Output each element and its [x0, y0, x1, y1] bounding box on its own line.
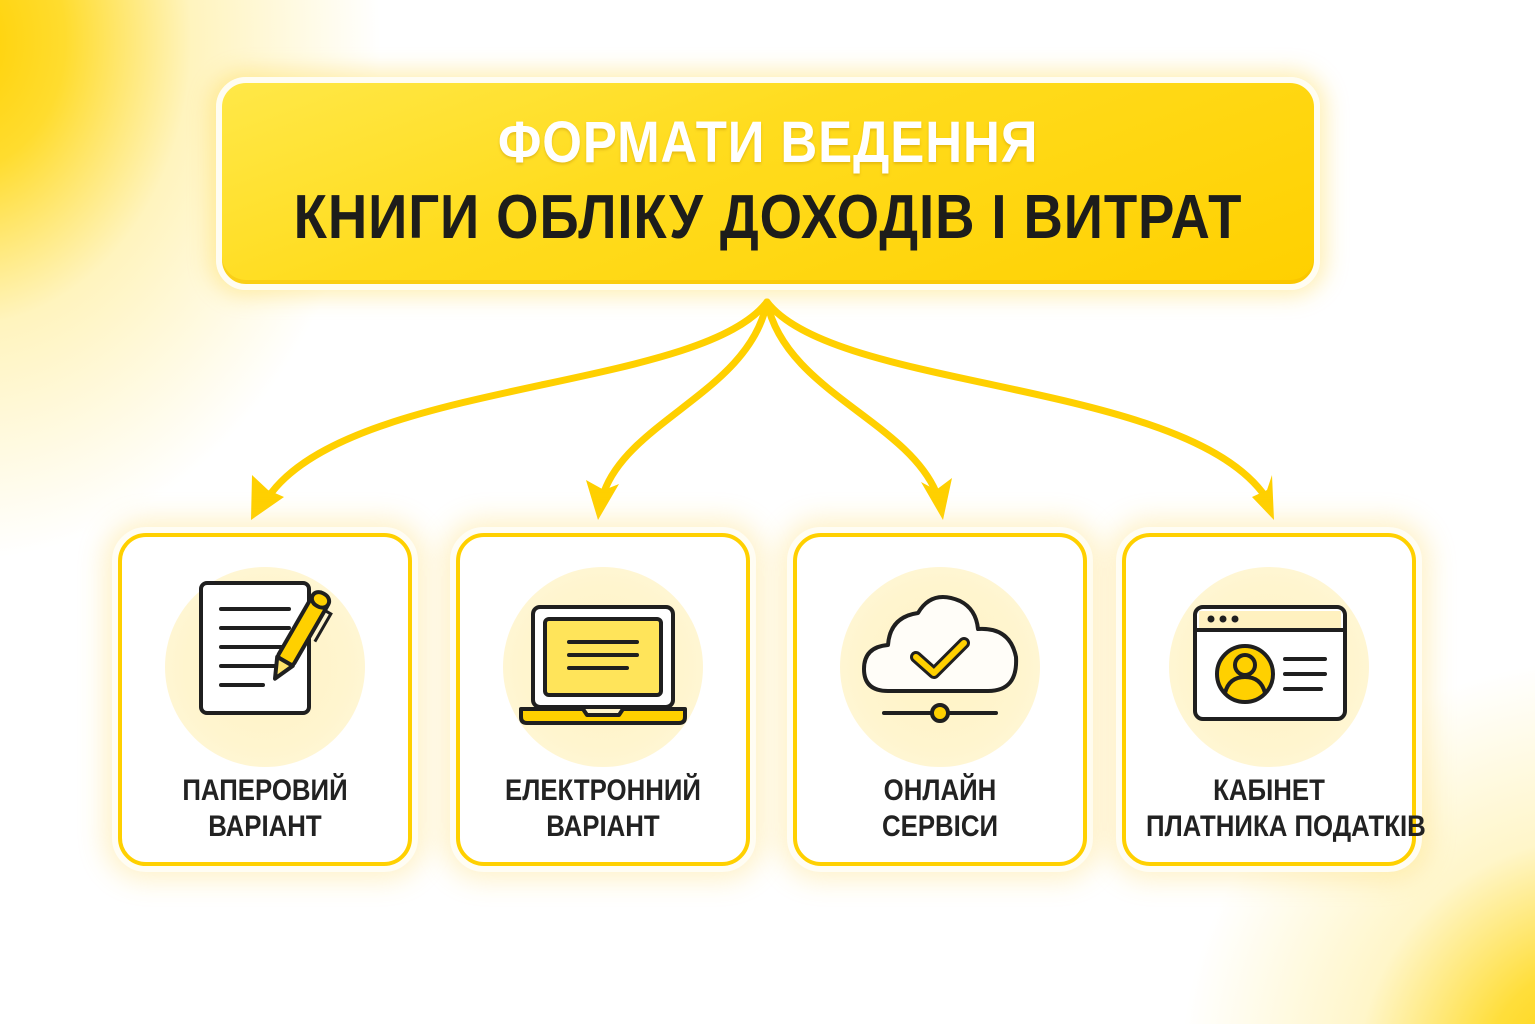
card-label-line2: ПЛАТНИКА ПОДАТКІВ [1146, 810, 1426, 843]
card-online-services: ОНЛАЙН СЕРВІСИ [787, 527, 1093, 872]
card-label-line2: ВАРІАНТ [546, 810, 660, 843]
card-label-line2: ВАРІАНТ [208, 810, 322, 843]
arrow-head-cabinet [1252, 475, 1274, 520]
card-label-line1: ЕЛЕКТРОННИЙ [505, 774, 701, 807]
card-label: ЕЛЕКТРОННИЙ ВАРІАНТ [480, 773, 726, 845]
arrow-head-electronic [586, 480, 619, 520]
card-label: ОНЛАЙН СЕРВІСИ [817, 773, 1063, 845]
icon-circle [165, 567, 365, 767]
arrow-head-paper [251, 475, 284, 520]
card-electronic-variant: ЕЛЕКТРОННИЙ ВАРІАНТ [450, 527, 756, 872]
document-pen-icon [199, 581, 333, 715]
title-line-1: ФОРМАТИ ВЕДЕННЯ [497, 109, 1039, 175]
arrow-to-paper [268, 298, 771, 496]
card-label-line1: ОНЛАЙН [883, 774, 997, 807]
browser-profile-icon [1193, 605, 1347, 721]
arrow-head-online [921, 478, 952, 520]
card-taxpayer-cabinet: КАБІНЕТ ПЛАТНИКА ПОДАТКІВ [1116, 527, 1426, 872]
laptop-icon [519, 605, 687, 725]
card-label: КАБІНЕТ ПЛАТНИКА ПОДАТКІВ [1146, 773, 1426, 845]
title-box: ФОРМАТИ ВЕДЕННЯ КНИГИ ОБЛІКУ ДОХОДІВ І В… [216, 77, 1320, 290]
card-label-line1: ПАПЕРОВИЙ [182, 774, 348, 807]
arrow-to-electronic [600, 298, 771, 496]
title-line-2: КНИГИ ОБЛІКУ ДОХОДІВ І ВИТРАТ [293, 182, 1243, 252]
card-label-line2: СЕРВІСИ [881, 810, 999, 843]
card-label-line1: КАБІНЕТ [1213, 774, 1325, 807]
card-label: ПАПЕРОВИЙ ВАРІАНТ [142, 773, 388, 845]
cloud-check-icon [862, 595, 1019, 723]
icon-circle [840, 567, 1040, 767]
icon-circle [503, 567, 703, 767]
arrow-to-online [763, 298, 940, 496]
icon-circle [1169, 567, 1369, 767]
card-paper-variant: ПАПЕРОВИЙ ВАРІАНТ [112, 527, 418, 872]
arrow-to-cabinet [763, 298, 1266, 496]
